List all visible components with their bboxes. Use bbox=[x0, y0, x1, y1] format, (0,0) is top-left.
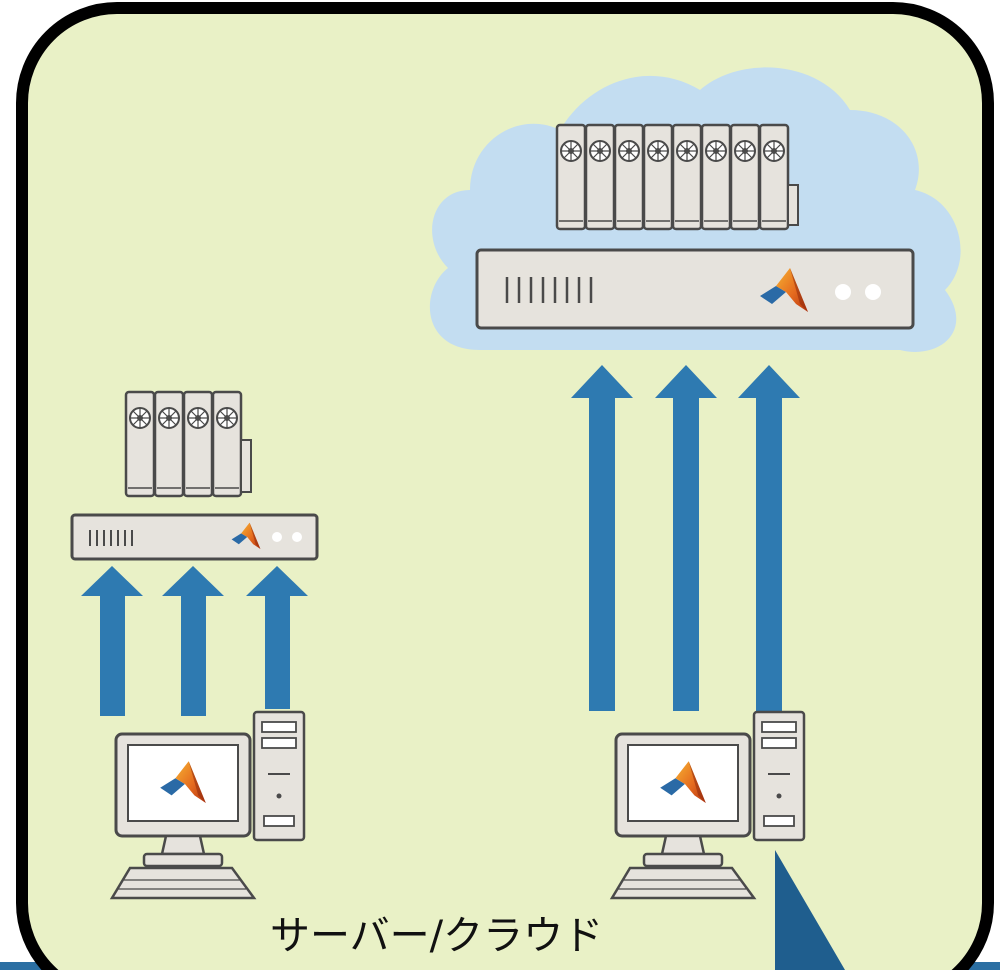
local-upload-arrows bbox=[81, 566, 308, 716]
local-gpu-cluster bbox=[124, 390, 252, 498]
upload-arrow-icon bbox=[655, 365, 717, 711]
gpu-card-icon bbox=[182, 390, 214, 498]
gpu-card-icon bbox=[124, 390, 156, 498]
gpu-card-icon bbox=[671, 123, 703, 231]
upload-arrow-icon bbox=[81, 566, 143, 716]
upload-arrow-icon bbox=[571, 365, 633, 711]
diagram-caption: サーバー/クラウド bbox=[270, 913, 604, 959]
local-server-icon bbox=[70, 513, 319, 561]
gpu-card-icon bbox=[153, 390, 185, 498]
gpu-card-icon bbox=[729, 123, 761, 231]
upload-arrow-icon bbox=[162, 566, 224, 716]
cloud-server-icon bbox=[475, 248, 915, 330]
upload-arrow-icon bbox=[246, 566, 308, 709]
gpu-card-icon bbox=[642, 123, 674, 231]
gpu-card-icon bbox=[555, 123, 587, 231]
gpu-card-icon bbox=[211, 390, 243, 498]
corner-marker bbox=[775, 850, 845, 970]
upload-arrow-icon bbox=[738, 365, 800, 711]
gpu-card-icon bbox=[613, 123, 645, 231]
gpu-card-icon bbox=[700, 123, 732, 231]
gpu-card-icon bbox=[584, 123, 616, 231]
gpu-card-icon bbox=[758, 123, 790, 231]
cloud-upload-arrows bbox=[571, 365, 800, 711]
cloud-gpu-cluster bbox=[555, 123, 799, 231]
